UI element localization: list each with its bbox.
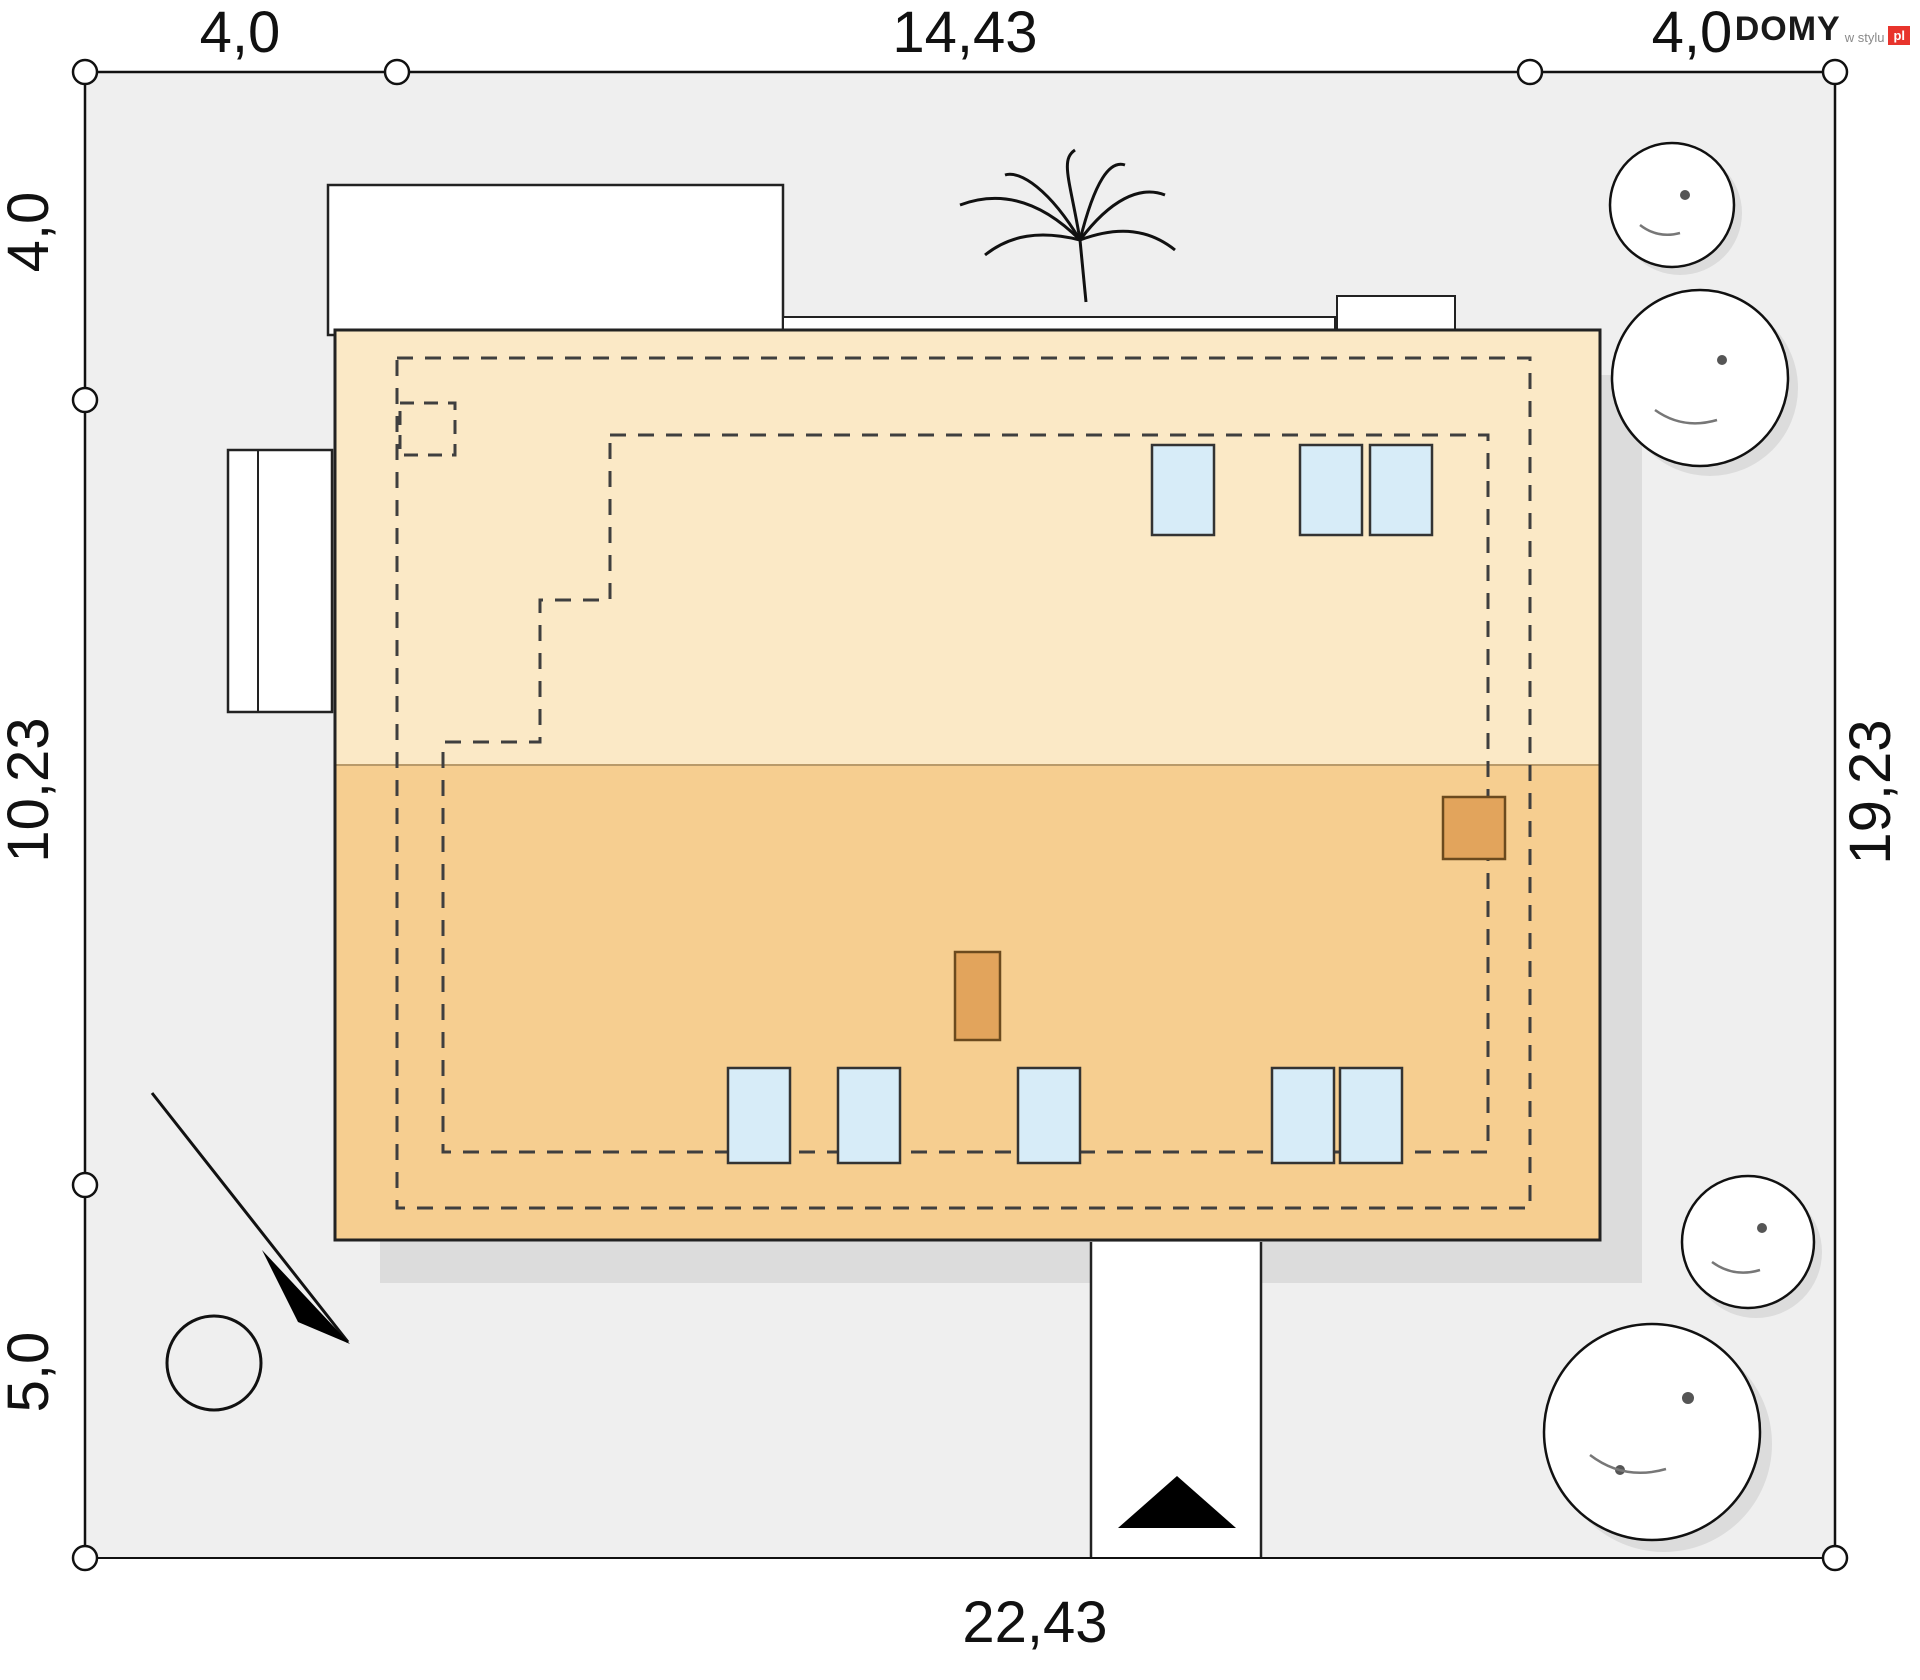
dimension-label-left-top: 4,0 bbox=[0, 192, 61, 273]
tree-icon bbox=[1610, 288, 1798, 476]
dimension-label-left-bottom: 5,0 bbox=[0, 1332, 61, 1413]
plant-icon bbox=[959, 148, 1176, 303]
roof-eaves-dashed-outline bbox=[395, 356, 1532, 1210]
skylight-window bbox=[1150, 443, 1216, 537]
skylight-window bbox=[1338, 1066, 1404, 1165]
roof-dormer-box bbox=[1336, 295, 1456, 334]
brand-logo: DOMY w stylu pl bbox=[1735, 12, 1910, 46]
dimension-label-bottom: 22,43 bbox=[962, 1590, 1107, 1655]
skylight-window bbox=[836, 1066, 902, 1165]
dimension-ticks bbox=[71, 58, 1849, 1572]
terrace-outline bbox=[326, 183, 785, 337]
chimney bbox=[1441, 795, 1507, 861]
dimension-label-left-middle: 10,23 bbox=[0, 717, 61, 862]
corner-dashed-detail bbox=[398, 401, 457, 457]
driveway bbox=[1089, 1242, 1263, 1557]
exterior-stairs bbox=[226, 448, 334, 714]
north-arrow-icon bbox=[150, 1092, 350, 1412]
brand-logo-subtext: w stylu bbox=[1844, 30, 1885, 45]
skylight-window bbox=[726, 1066, 792, 1165]
brand-logo-text: DOMY bbox=[1734, 10, 1841, 48]
tree-icon bbox=[1680, 1174, 1822, 1318]
tree-icon bbox=[1542, 1322, 1772, 1552]
building-wall-dashed-outline bbox=[441, 433, 1490, 1154]
skylight-window bbox=[1270, 1066, 1336, 1165]
skylight-windows-upper bbox=[1150, 443, 1434, 537]
skylight-window bbox=[1016, 1066, 1082, 1165]
dimension-lines bbox=[83, 70, 1837, 1558]
roof-outline bbox=[333, 328, 1602, 1242]
tree-icon bbox=[1608, 141, 1742, 275]
skylight-window bbox=[1368, 443, 1434, 537]
skylight-windows-lower bbox=[726, 1066, 1404, 1165]
chimney bbox=[953, 950, 1002, 1042]
dimension-label-top-right: 4,0 bbox=[1652, 0, 1733, 65]
dimension-label-top-left: 4,0 bbox=[200, 0, 281, 65]
roof-upper-slope bbox=[335, 330, 1600, 765]
dimension-label-right: 19,23 bbox=[1838, 719, 1903, 864]
dimension-label-top-center: 14,43 bbox=[892, 0, 1037, 65]
skylight-window bbox=[1298, 443, 1364, 537]
entrance-arrow-icon bbox=[1118, 1476, 1236, 1528]
brand-logo-tld: pl bbox=[1888, 26, 1910, 45]
